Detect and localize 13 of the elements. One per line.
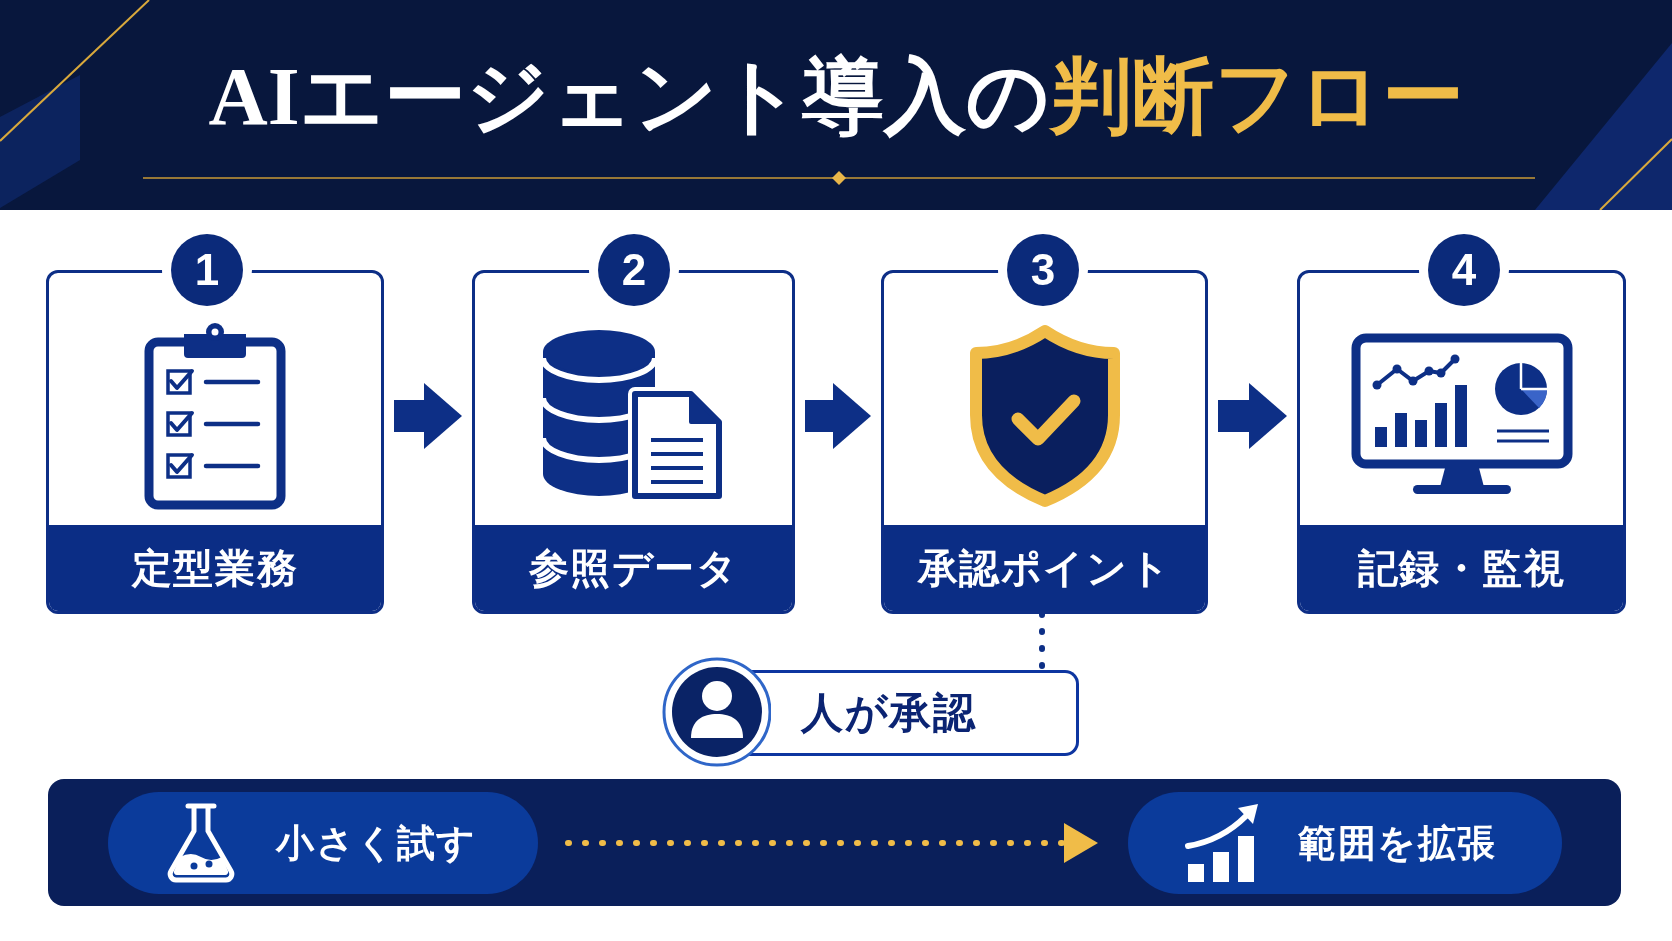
title: AIエージェント導入の判断フロー [208, 50, 1464, 144]
block-arrow [805, 383, 871, 449]
dotted-arrow [565, 823, 1098, 863]
block-arrow [1218, 383, 1287, 449]
approval-label: 人が承認 [801, 692, 977, 734]
step-label: 参照データ [475, 525, 792, 611]
bottom-band [48, 779, 1621, 906]
step-label: 記録・監視 [1300, 525, 1623, 611]
block-arrow [394, 383, 462, 449]
step-label: 定型業務 [49, 525, 381, 611]
step-label: 承認ポイント [884, 525, 1205, 611]
stage-label: 範囲を拡張 [1298, 824, 1497, 862]
stage-label: 小さく試す [276, 824, 477, 862]
